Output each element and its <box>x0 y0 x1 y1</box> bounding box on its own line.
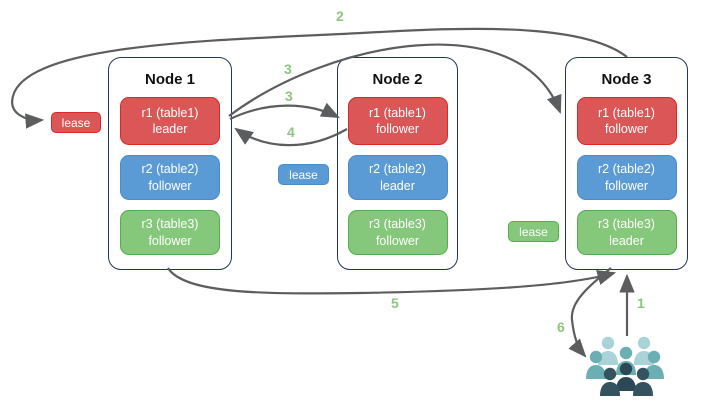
node-1-replica-r3: r3 (table3) follower <box>120 210 220 255</box>
replica-label: r1 (table1) <box>141 105 199 120</box>
lease-badge-r2: lease <box>278 164 329 185</box>
replica-label: r1 (table1) <box>369 105 426 120</box>
flow-step-label-6: 6 <box>557 319 565 335</box>
replica-role: follower <box>148 178 192 193</box>
node-3-replica-r1: r1 (table1) follower <box>576 97 677 145</box>
replica-role: follower <box>604 122 649 136</box>
flow-step-label-4: 4 <box>287 124 295 140</box>
replica-label: r1 (table1) <box>598 105 655 120</box>
node-3-title: Node 3 <box>601 71 652 88</box>
replica-role: follower <box>375 233 420 248</box>
node-3-box: Node 3 r1 (table1) follower r2 (table2) … <box>565 57 688 270</box>
replica-label: r3 (table3) <box>141 217 199 232</box>
lease-badge-r1: lease <box>51 112 101 133</box>
replica-label: r3 (table3) <box>369 217 426 232</box>
arrow-step-2-node3-to-lease <box>11 27 628 129</box>
arrow-step-3-leader-to-node2-follower <box>229 102 340 120</box>
node-1-replica-r2: r2 (table2) follower <box>120 155 220 200</box>
node-2-replica-r1: r1 (table1) follower <box>347 97 448 145</box>
node-2-box: Node 2 r1 (table1) follower r2 (table2) … <box>337 57 458 270</box>
flow-step-label-5: 5 <box>391 295 399 311</box>
node-2-title: Node 2 <box>372 71 423 88</box>
replica-label: r2 (table2) <box>141 162 199 177</box>
flow-step-label-3b: 3 <box>285 88 293 104</box>
node-2-replica-r3: r3 (table3) follower <box>347 210 448 255</box>
replica-role: leader <box>152 122 188 136</box>
node-1-title: Node 1 <box>144 71 195 88</box>
node-1-box: Node 1 r1 (table1) leader r2 (table2) fo… <box>108 57 232 270</box>
replica-role: follower <box>148 233 192 248</box>
lease-badge-r3: lease <box>508 221 559 242</box>
arrow-step-5-node1-to-node3 <box>167 267 617 295</box>
replica-role: follower <box>375 122 420 136</box>
node-3-replica-r3: r3 (table3) leader <box>576 210 677 255</box>
flow-step-label-2: 2 <box>336 8 344 24</box>
replica-role: leader <box>380 178 415 193</box>
replica-role: follower <box>604 178 649 193</box>
replica-role: leader <box>609 233 644 248</box>
replica-label: r2 (table2) <box>369 162 426 177</box>
replica-label: r3 (table3) <box>598 217 655 232</box>
users-group-icon <box>586 336 664 396</box>
node-2-replica-r2: r2 (table2) leader <box>347 155 448 200</box>
flow-step-label-3a: 3 <box>284 61 292 77</box>
replica-label: r2 (table2) <box>598 162 655 177</box>
node-1-replica-r1: r1 (table1) leader <box>120 97 220 145</box>
flow-step-label-1: 1 <box>637 295 645 311</box>
node-3-replica-r2: r2 (table2) follower <box>576 155 677 200</box>
